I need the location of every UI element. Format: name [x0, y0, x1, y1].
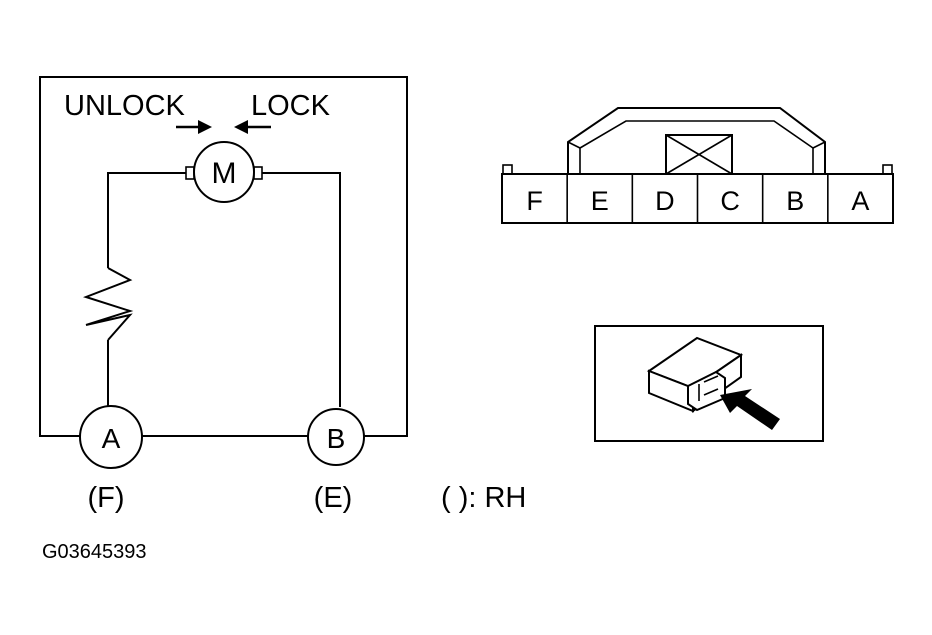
connector-pin-f: F [526, 186, 543, 216]
connector-pin-a: A [851, 186, 869, 216]
rh-terminal-b-label: (E) [314, 482, 353, 514]
connector-pin-e: E [591, 186, 609, 216]
resistor-icon [82, 267, 134, 341]
circuit-schematic: M UNLOCK LOCK A B (F) (E) [39, 76, 408, 514]
connector-pin-d: D [655, 186, 675, 216]
connector-lock-icon [665, 134, 733, 175]
component-view [594, 325, 824, 442]
motor-symbol-icon: M [185, 141, 263, 203]
lock-arrow-icon [234, 120, 271, 134]
rh-legend-note: ( ): RH [441, 482, 526, 514]
right-branch-wire [259, 172, 341, 407]
actuator-component-icon [646, 336, 744, 413]
unlock-label: UNLOCK [64, 90, 186, 122]
terminal-b-label: B [327, 423, 346, 454]
lock-label: LOCK [251, 90, 331, 122]
connector-pin-c: C [720, 186, 740, 216]
left-branch-wire [107, 172, 189, 268]
rh-terminal-a-label: (F) [87, 482, 124, 514]
outer-frame-wire [39, 76, 408, 437]
terminal-a: A [79, 405, 143, 469]
connector-latch-inner [579, 120, 814, 174]
connector-pin-b: B [786, 186, 804, 216]
terminal-a-label: A [102, 423, 121, 454]
figure-id: G03645393 [42, 541, 147, 563]
connector-latch-outer [567, 107, 826, 174]
unlock-arrow-icon [176, 120, 212, 134]
terminal-b: B [307, 408, 365, 466]
motor-label: M [212, 157, 237, 190]
view-direction-arrow-icon [720, 389, 780, 430]
